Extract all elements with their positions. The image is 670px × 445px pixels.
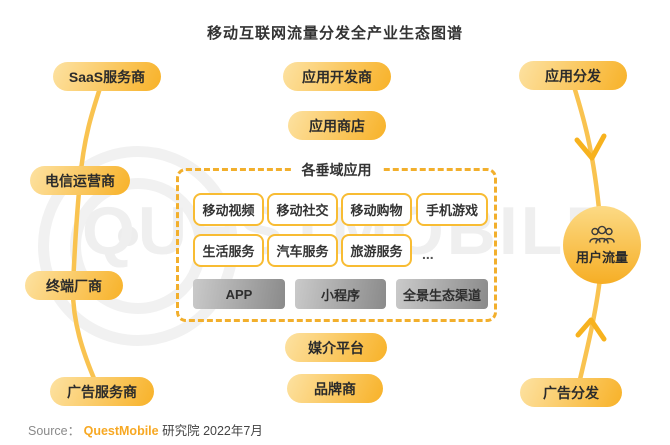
node-telecom-operator: 电信运营商 [30,166,130,195]
app-distribution-line [569,77,603,223]
arrow-down-icon [574,133,607,161]
node-user-traffic: 用户流量 [563,206,641,284]
source-suffix: 研究院 2022年7月 [162,424,263,438]
vertical-apps-box: 各垂域应用 移动视频 移动社交 移动购物 手机游戏 生活服务 汽车服务 旅游服务… [176,160,497,322]
users-icon [589,225,615,244]
node-media-platform: 媒介平台 [285,333,387,362]
source-label: Source： [28,424,81,438]
category-auto-services: 汽车服务 [267,234,338,267]
source-footer: Source： QuestMobile 研究院 2022年7月 [28,420,263,439]
channel-app: APP [193,279,285,309]
left-chain-line [70,73,107,393]
watermark-logo-dot-icon [118,226,138,246]
node-app-store: 应用商店 [288,111,386,140]
node-app-distribution: 应用分发 [519,61,627,90]
category-mobile-shopping: 移动购物 [341,193,412,226]
node-ad-service-provider: 广告服务商 [50,377,154,406]
category-life-services: 生活服务 [193,234,264,267]
category-mobile-video: 移动视频 [193,193,264,226]
category-travel-services: 旅游服务 [341,234,412,267]
node-saas-provider: SaaS服务商 [53,62,161,91]
source-brand: QuestMobile [83,424,159,438]
channel-mini-program: 小程序 [295,279,386,309]
more-ellipsis: ... [422,246,434,262]
node-app-developer: 应用开发商 [283,62,391,91]
vertical-apps-label: 各垂域应用 [291,160,382,180]
category-mobile-social: 移动社交 [267,193,338,226]
category-mobile-games: 手机游戏 [416,193,488,226]
node-brand-owner: 品牌商 [287,374,383,403]
user-traffic-label: 用户流量 [575,249,628,265]
arrow-up-icon [575,317,607,342]
node-terminal-manufacturer: 终端厂商 [25,271,123,300]
channel-panoramic-ecosystem: 全景生态渠道 [396,279,488,309]
diagram-title: 移动互联网流量分发全产业生态图谱 [206,25,463,42]
node-ad-distribution: 广告分发 [520,378,622,407]
